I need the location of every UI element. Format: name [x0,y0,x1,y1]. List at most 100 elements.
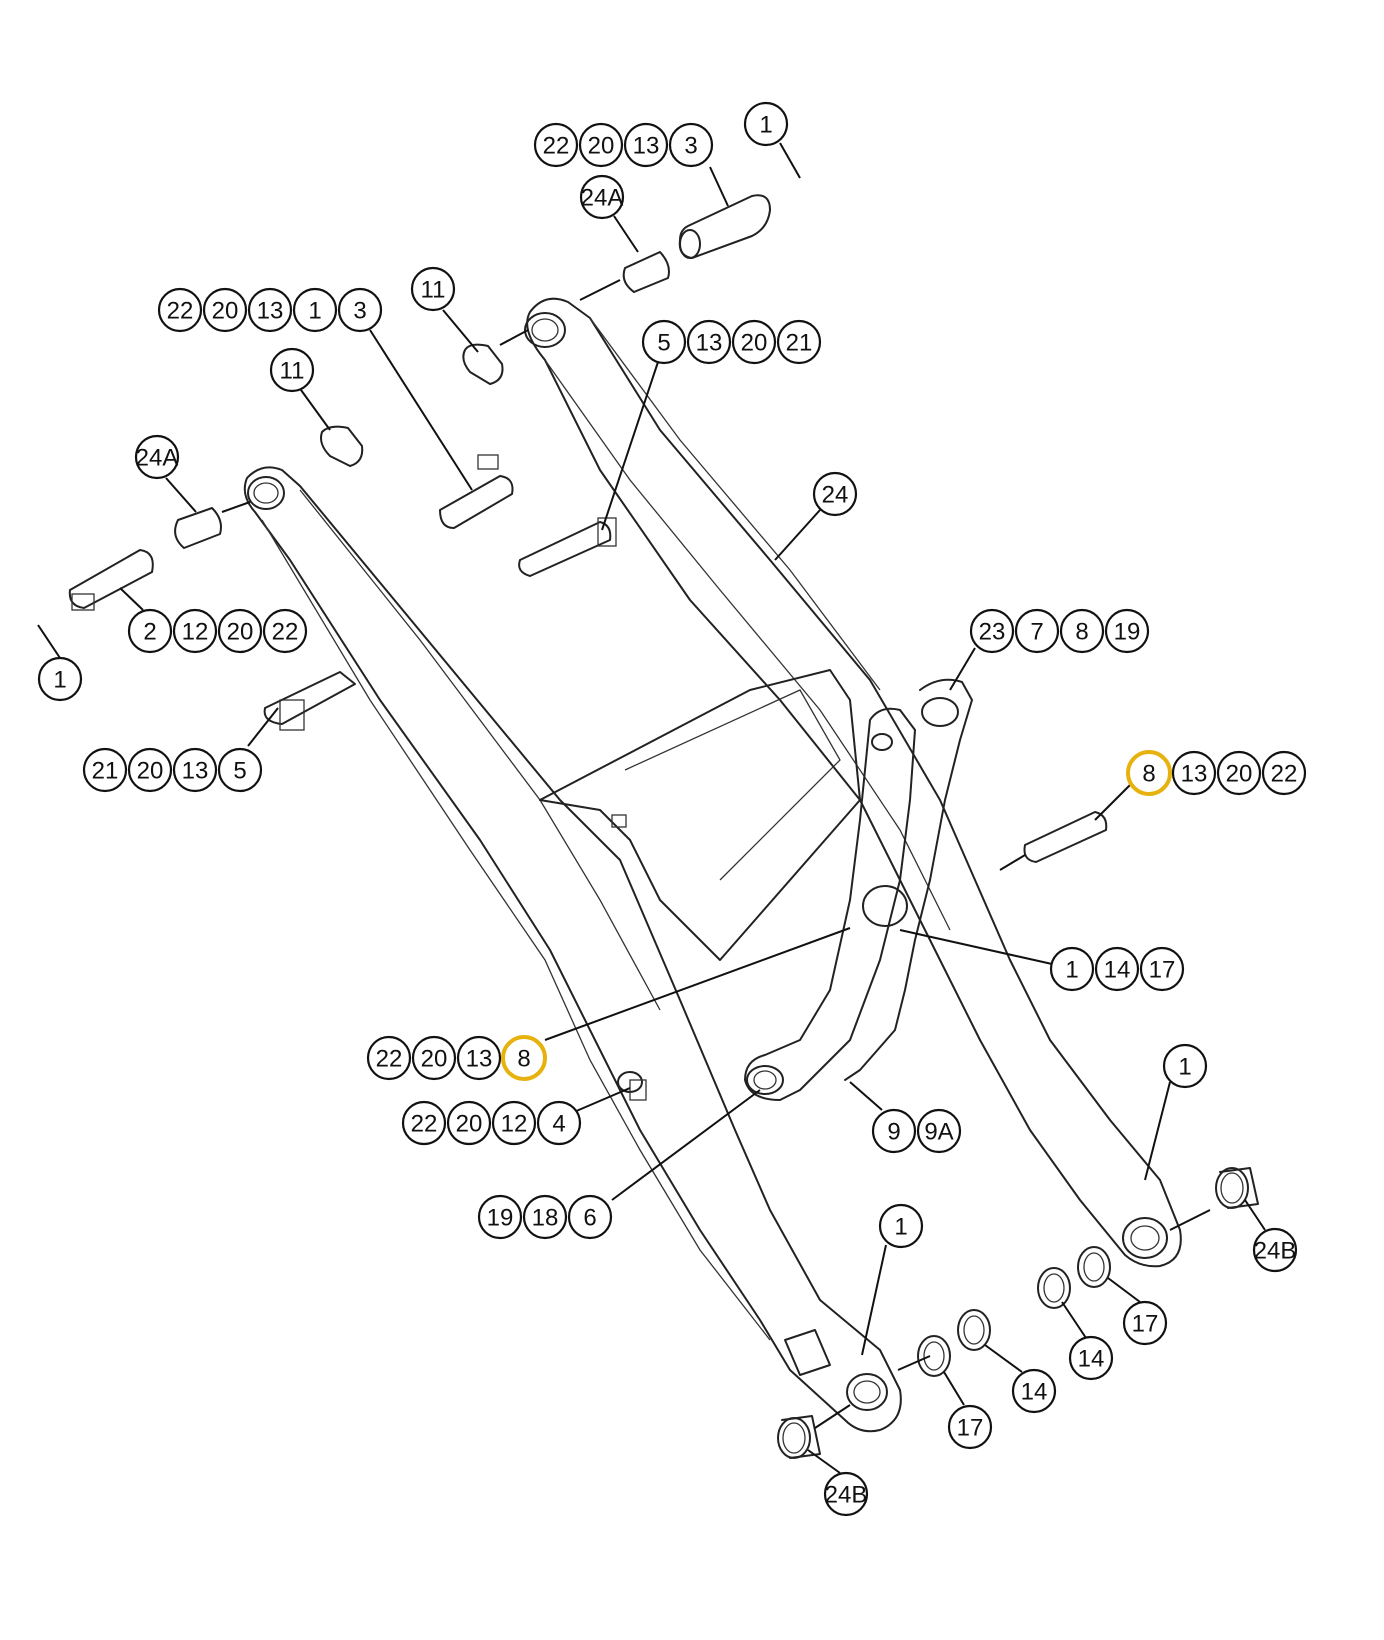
callout-top-washer: 11 [410,266,456,312]
callout-circle [1162,1043,1208,1089]
callout-circle [501,1035,547,1081]
callout-number: 1 [1178,1054,1191,1081]
callout-circle [533,122,579,168]
callout-circle [823,1471,869,1517]
left-boom-arm [243,466,902,1433]
callout-circle [82,747,128,793]
callout-circle [641,319,687,365]
callout-circle [1122,1300,1168,1346]
callout-circle [1216,750,1262,796]
callout-circle [686,319,732,365]
callout-bubble-13: 13 [686,319,732,365]
callout-bubble-4: 4 [536,1100,582,1146]
left-bushing-part [174,507,222,549]
left-washer-part [320,425,364,467]
callout-bubble-20: 20 [731,319,777,365]
callout-circle [1049,946,1095,992]
callout-bubble-12: 12 [172,608,218,654]
callout-circle [1059,608,1105,654]
callout-number: 23 [979,619,1006,646]
callout-circle [157,287,203,333]
callout-bubble-13: 13 [456,1035,502,1081]
left-lower-pin-part [263,671,356,731]
callout-circle [969,608,1015,654]
right-boom-arm [524,297,1182,1268]
callout-circle [411,1035,457,1081]
callout-circle [491,1100,537,1146]
callout-number: 6 [583,1205,596,1232]
callout-circle [127,608,173,654]
callout-top-bushing: 24A [579,174,625,220]
callout-bubble-24: 24 [812,471,858,517]
callout-lower-shim-17: 17 [947,1404,993,1450]
callout-circle [134,434,180,480]
callout-left-bolt: 1 [37,656,83,702]
callout-circle [446,1100,492,1146]
callout-number: 20 [456,1111,483,1138]
callout-number: 24A [136,445,179,472]
callout-number: 20 [421,1046,448,1073]
callout-circle [947,1404,993,1450]
lower-shim-17-part [917,1335,951,1377]
callout-number: 4 [552,1111,565,1138]
callout-bubble-19: 19 [477,1194,523,1240]
callout-number: 22 [272,619,299,646]
callout-number: 20 [588,133,615,160]
callout-number: 20 [741,330,768,357]
callout-number: 12 [182,619,209,646]
callout-circle [1171,750,1217,796]
callout-number: 17 [957,1415,984,1442]
callout-circle [172,608,218,654]
callout-number: 13 [257,298,284,325]
callout-bubble-1: 1 [37,656,83,702]
callout-bubble-22: 22 [262,608,308,654]
callout-number: 22 [543,133,570,160]
callout-bubble-5: 5 [217,747,263,793]
callout-right-bushing: 24B [1252,1227,1298,1273]
callout-circle [916,1108,962,1154]
callout-number: 7 [1030,619,1043,646]
callout-top-bolt: 1 [743,101,789,147]
callout-bubble-17: 17 [1122,1300,1168,1346]
lower-shim-14-part [957,1309,991,1351]
callout-circle [776,319,822,365]
callout-bubble-20: 20 [578,122,624,168]
callout-bubble-22: 22 [157,287,203,333]
callout-number: 17 [1132,1311,1159,1338]
right-shim-17-part [1077,1246,1111,1288]
left-pin-part [68,549,154,611]
callout-bubble-21: 21 [776,319,822,365]
callout-circle [1126,750,1172,796]
callout-lower-shim-14: 14 [1011,1368,1057,1414]
callout-circle [623,122,669,168]
callout-number: 1 [53,667,66,694]
callout-bubble-7: 7 [1014,608,1060,654]
callout-number: 17 [1149,957,1176,984]
callout-number: 20 [137,758,164,785]
callout-circle [878,1203,924,1249]
callout-number: 13 [633,133,660,160]
callout-circle [567,1194,613,1240]
callout-bubble-11: 11 [269,347,315,393]
callout-number: 24 [822,482,849,509]
callout-circle [217,747,263,793]
callout-bubble-9: 9 [871,1108,917,1154]
callout-bubble-11: 11 [410,266,456,312]
callout-number: 24A [581,185,624,212]
callout-bubble-13: 13 [247,287,293,333]
callout-circle [578,122,624,168]
callout-circle [217,608,263,654]
mid-pin-part [518,517,617,577]
callout-bubble-1: 1 [292,287,338,333]
callout-bubble-9A: 9A [916,1108,962,1154]
callout-number: 11 [280,358,305,385]
callout-number: 22 [167,298,194,325]
callout-bubble-2: 2 [127,608,173,654]
